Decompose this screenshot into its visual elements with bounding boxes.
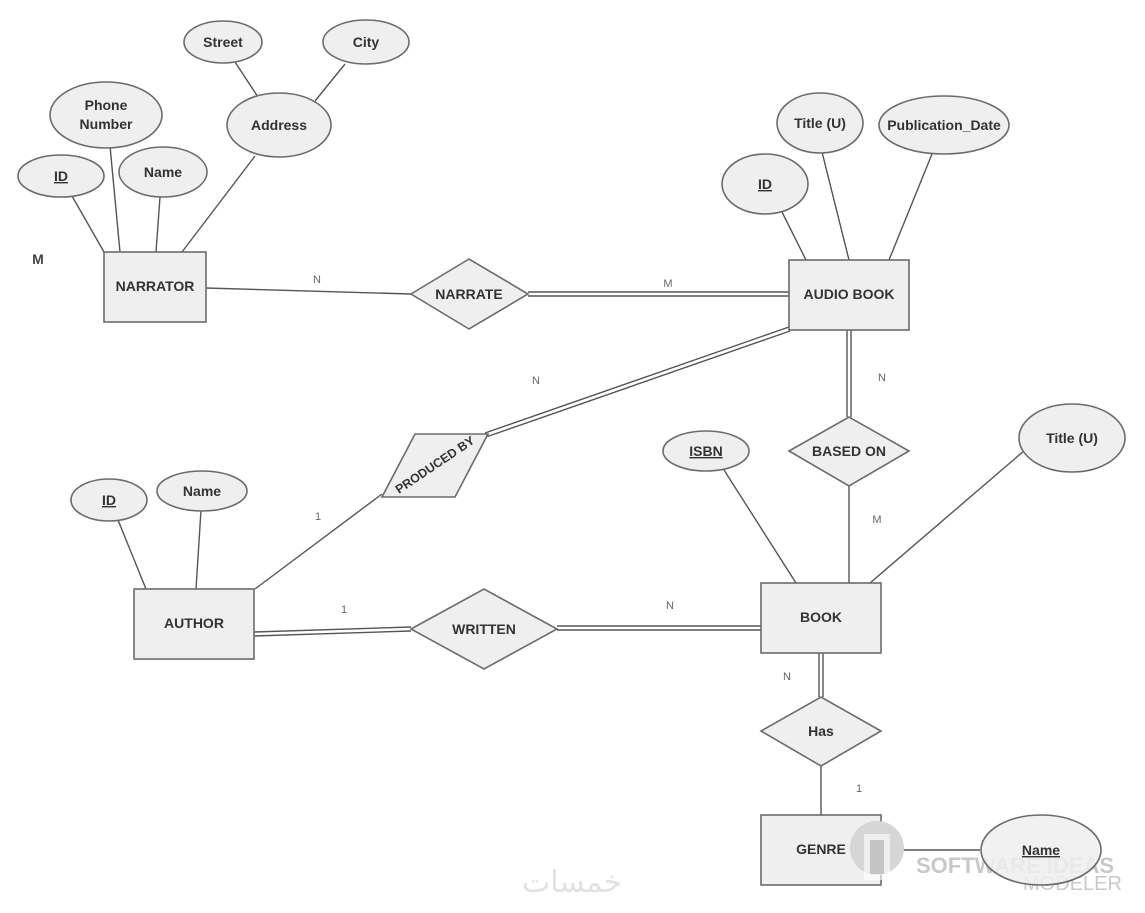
entity-narrator-label: NARRATOR <box>116 278 195 294</box>
attribute-author-id-label: ID <box>102 492 116 508</box>
relationship-based-on[interactable]: BASED ON <box>787 416 911 487</box>
card-based-audio: N <box>878 372 886 384</box>
cardinality-labels: N M N 1 N M 1 N N 1 <box>313 274 886 795</box>
attribute-genre-name-label: Name <box>1022 842 1060 858</box>
author-name-connector <box>195 509 202 590</box>
produced-author-connector <box>254 493 383 590</box>
phone-connector <box>109 145 121 253</box>
stray-cardinality-label: M <box>32 251 44 267</box>
produced-audio-connector-a <box>484 326 790 434</box>
relationship-based-on-label: BASED ON <box>812 443 886 459</box>
attribute-phone-number[interactable]: Phone Number <box>49 81 163 149</box>
attribute-author-id[interactable]: ID <box>70 478 148 522</box>
attribute-publication-date-label: Publication_Date <box>887 117 1001 133</box>
author-id-connector <box>117 519 147 590</box>
relationship-narrate[interactable]: NARRATE <box>409 258 530 330</box>
card-written-book: N <box>666 600 674 612</box>
attribute-audio-title-label: Title (U) <box>794 115 846 131</box>
entity-audio-book-label: AUDIO BOOK <box>804 286 895 302</box>
relationship-produced-by[interactable]: PRODUCED BY <box>380 433 490 498</box>
audio-title-connector <box>821 151 850 261</box>
card-based-book: M <box>872 514 881 526</box>
entity-author[interactable]: AUTHOR <box>133 588 255 660</box>
attribute-author-name[interactable]: Name <box>156 470 248 512</box>
card-has-book: N <box>783 671 791 683</box>
card-produced-audio: N <box>532 375 540 387</box>
relationship-narrate-label: NARRATE <box>435 286 502 302</box>
author-written-connector-a <box>253 626 412 633</box>
entity-narrator[interactable]: NARRATOR <box>103 251 207 323</box>
attribute-genre-name[interactable]: Name <box>980 814 1102 886</box>
connectors <box>71 61 1026 851</box>
narrator-name-connector <box>155 196 161 253</box>
attribute-city[interactable]: City <box>322 19 410 65</box>
attribute-phone-label-1: Phone <box>85 97 128 113</box>
entity-author-label: AUTHOR <box>164 615 224 631</box>
author-written-connector-b <box>253 630 412 637</box>
audio-id-connector <box>781 211 807 261</box>
attribute-phone-label-2: Number <box>80 116 133 132</box>
city-connector <box>314 63 346 102</box>
entity-audio-book[interactable]: AUDIO BOOK <box>788 259 910 331</box>
attribute-audio-id-label: ID <box>758 176 772 192</box>
card-has-genre: 1 <box>856 783 862 795</box>
attribute-book-title[interactable]: Title (U) <box>1018 403 1126 473</box>
narrator-id-connector <box>71 195 105 253</box>
entity-book-label: BOOK <box>800 609 842 625</box>
street-connector <box>234 61 259 98</box>
attribute-address-label: Address <box>251 117 307 133</box>
attribute-street[interactable]: Street <box>183 20 263 64</box>
attribute-narrator-name[interactable]: Name <box>118 146 208 198</box>
card-written-author: 1 <box>341 604 347 616</box>
relationship-has[interactable]: Has <box>759 696 883 767</box>
attribute-audio-title[interactable]: Title (U) <box>776 92 864 154</box>
attribute-city-label: City <box>353 34 380 50</box>
isbn-connector <box>723 469 797 584</box>
relationship-written-label: WRITTEN <box>452 621 516 637</box>
attribute-street-label: Street <box>203 34 243 50</box>
book-title-connector <box>869 449 1026 584</box>
entity-book[interactable]: BOOK <box>760 582 882 654</box>
attribute-narrator-name-label: Name <box>144 164 182 180</box>
attribute-narrator-id-label: ID <box>54 168 68 184</box>
entity-genre-label: GENRE <box>796 841 846 857</box>
attribute-isbn[interactable]: ISBN <box>662 430 750 472</box>
card-produced-author: 1 <box>315 511 321 523</box>
audio-pubdate-connector <box>888 153 933 261</box>
address-connector <box>181 155 256 253</box>
produced-audio-connector-b <box>485 330 791 438</box>
attribute-address[interactable]: Address <box>226 92 332 158</box>
attribute-isbn-label: ISBN <box>689 443 722 459</box>
attribute-publication-date[interactable]: Publication_Date <box>878 95 1010 155</box>
relationship-has-label: Has <box>808 723 834 739</box>
narrator-narrate-connector <box>205 287 412 295</box>
card-narrate-audio: M <box>663 278 672 290</box>
attribute-book-title-label: Title (U) <box>1046 430 1098 446</box>
attribute-audio-id[interactable]: ID <box>721 153 809 215</box>
attribute-author-name-label: Name <box>183 483 221 499</box>
card-narrate-narrator: N <box>313 274 321 286</box>
watermark-arabic: خمسات <box>522 865 622 900</box>
attribute-narrator-id[interactable]: ID <box>17 154 105 198</box>
relationship-written[interactable]: WRITTEN <box>409 588 559 670</box>
